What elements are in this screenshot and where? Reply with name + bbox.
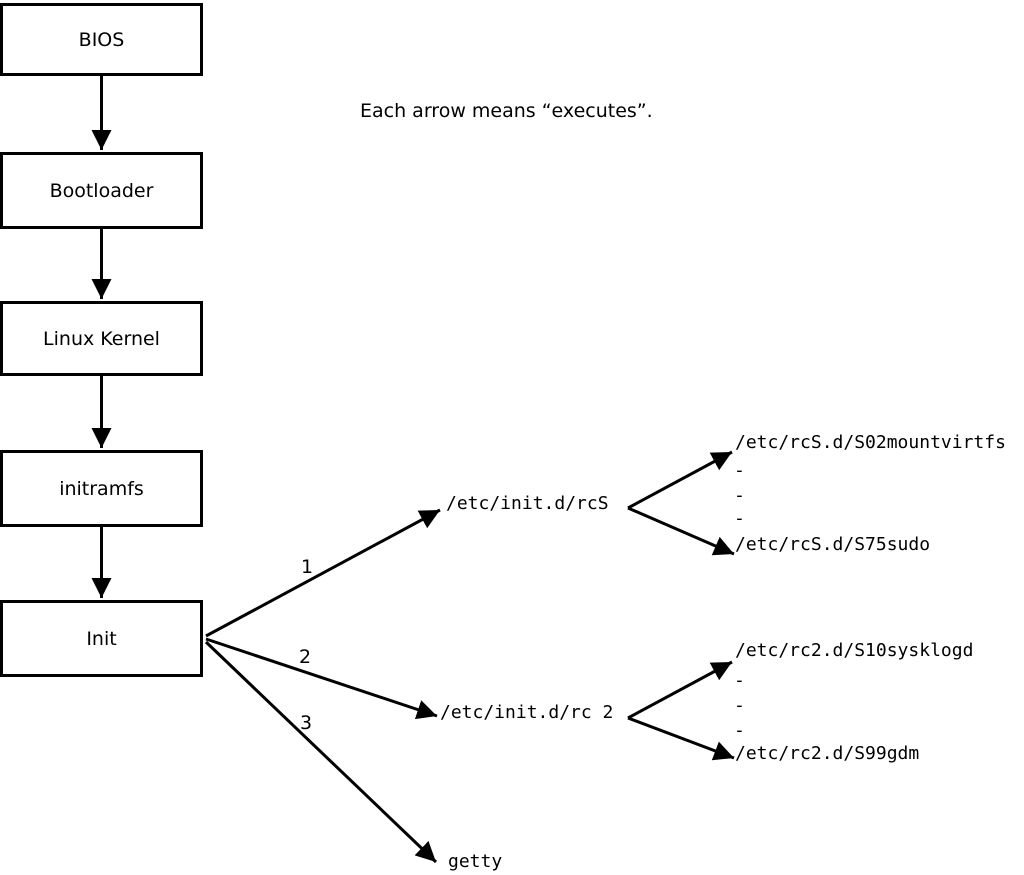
arrow-init-to-rc2	[205, 637, 438, 720]
branch-order-label-3: 3	[300, 712, 313, 734]
flow-box-init-label: Init	[86, 627, 117, 650]
flow-box-bios: BIOS	[0, 3, 203, 76]
arrow-rcS-to-first-script	[627, 450, 733, 510]
branch-order-label-2: 2	[299, 646, 312, 668]
arrow-rc2-to-last-script	[627, 716, 735, 761]
branch-order-label-1: 1	[301, 556, 314, 578]
flow-box-linux-kernel: Linux Kernel	[0, 301, 203, 376]
legend-note: Each arrow means “executes”.	[360, 100, 653, 122]
target-path-rcS: /etc/init.d/rcS	[446, 493, 609, 514]
ellipsis-dash: -	[734, 508, 745, 529]
target-path-getty: getty	[448, 851, 503, 872]
rc2-script-first: /etc/rc2.d/S10sysklogd	[735, 640, 974, 661]
flow-box-initramfs-label: initramfs	[59, 477, 144, 500]
flow-box-initramfs: initramfs	[0, 450, 203, 527]
flow-box-bios-label: BIOS	[78, 28, 125, 51]
ellipsis-dash: -	[734, 670, 745, 691]
flow-box-bootloader-label: Bootloader	[49, 179, 154, 202]
rcS-script-first: /etc/rcS.d/S02mountvirtfs	[735, 432, 1006, 453]
arrow-rcS-to-last-script	[627, 506, 735, 556]
ellipsis-dash: -	[734, 695, 745, 716]
arrow-init-to-getty	[204, 640, 438, 864]
flow-box-linux-kernel-label: Linux Kernel	[43, 327, 160, 350]
flow-box-init: Init	[0, 600, 203, 677]
rc2-script-last: /etc/rc2.d/S99gdm	[735, 743, 920, 764]
flow-box-bootloader: Bootloader	[0, 152, 203, 229]
target-path-rc2: /etc/init.d/rc 2	[440, 702, 614, 723]
ellipsis-dash: -	[734, 460, 745, 481]
ellipsis-dash: -	[734, 485, 745, 506]
rcS-script-last: /etc/rcS.d/S75sudo	[735, 534, 931, 555]
arrow-rc2-to-first-script	[627, 660, 733, 720]
arrow-init-to-rcS	[205, 508, 441, 638]
ellipsis-dash: -	[734, 720, 745, 741]
